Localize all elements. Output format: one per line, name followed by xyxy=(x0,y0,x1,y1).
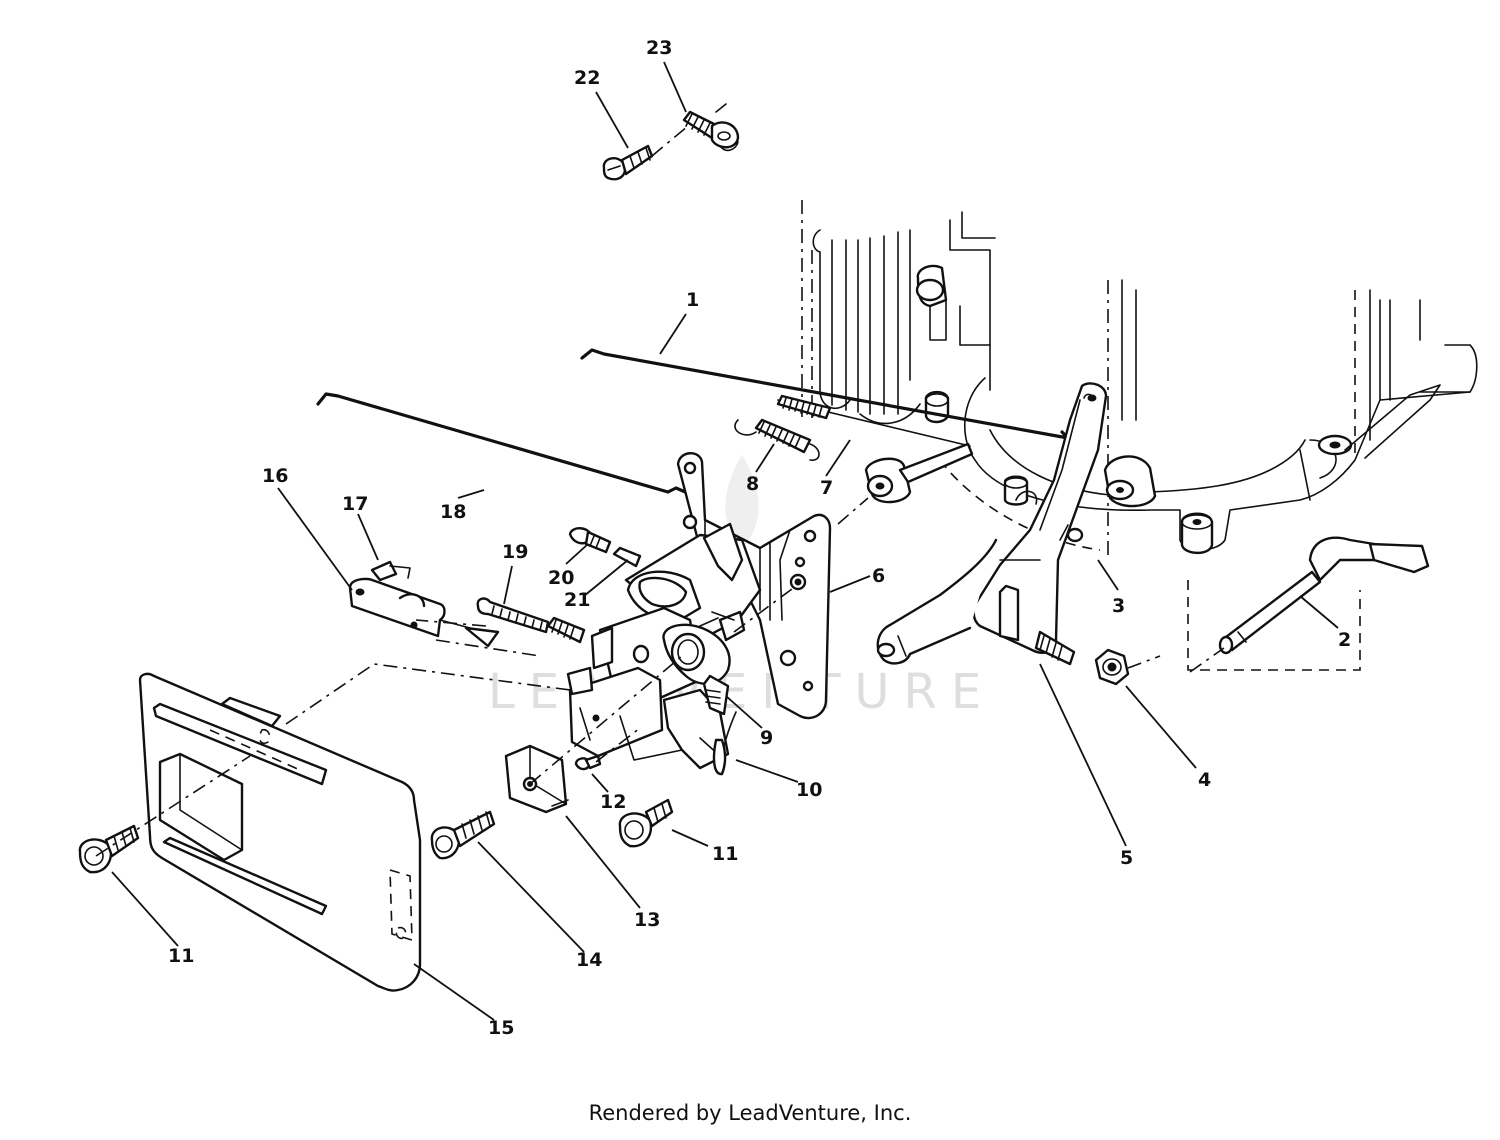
part-11-bolt-right xyxy=(618,798,674,848)
callout-19: 19 xyxy=(502,541,528,563)
callout-23: 23 xyxy=(646,37,672,59)
callout-12: 12 xyxy=(600,791,626,813)
part-18-choke-rod xyxy=(316,392,692,496)
part-15-cover-panel xyxy=(138,672,422,992)
callout-18: 18 xyxy=(440,501,466,523)
part-19-screw xyxy=(476,597,550,634)
part-16-clip xyxy=(348,560,500,648)
callout-8: 8 xyxy=(746,473,759,495)
callout-17: 17 xyxy=(342,493,368,515)
callout-3: 3 xyxy=(1112,595,1125,617)
footer-credit: Rendered by LeadVenture, Inc. xyxy=(588,1101,912,1125)
control-housing xyxy=(566,522,762,776)
part-22-screw xyxy=(602,144,654,181)
callout-22: 22 xyxy=(574,67,600,89)
callout-16: 16 xyxy=(262,465,288,487)
part-2-lever-arm xyxy=(1218,536,1430,655)
callout-20: 20 xyxy=(548,567,574,589)
callout-7: 7 xyxy=(820,477,833,499)
callout-5: 5 xyxy=(1120,847,1133,869)
part-8-spring xyxy=(734,418,820,461)
part-12-screw xyxy=(574,754,602,771)
leader-lines xyxy=(111,61,1339,1021)
callout-21: 21 xyxy=(564,589,590,611)
part-5-control-lever xyxy=(876,382,1108,666)
engine-block xyxy=(801,200,1478,671)
part-7-spring xyxy=(776,394,971,447)
callout-14: 14 xyxy=(576,949,602,971)
part-1-governor-rod xyxy=(580,348,1070,440)
spacer-bushing xyxy=(864,442,974,504)
part-21-spring xyxy=(546,616,586,644)
assembly-lines xyxy=(95,125,1225,857)
callouts: 1 2 3 4 5 6 7 8 9 10 11 11 12 13 14 15 1… xyxy=(168,37,1351,1039)
callout-6: 6 xyxy=(872,565,885,587)
callout-4: 4 xyxy=(1198,769,1211,791)
callout-11-left: 11 xyxy=(168,945,194,967)
part-23-cable-clamp xyxy=(682,103,740,152)
callout-11-right: 11 xyxy=(712,843,738,865)
callout-1: 1 xyxy=(686,289,699,311)
part-14-bolt xyxy=(430,810,496,860)
callout-10: 10 xyxy=(796,779,822,801)
part-20-screw xyxy=(568,527,642,568)
callout-15: 15 xyxy=(488,1017,514,1039)
callout-9: 9 xyxy=(760,727,773,749)
watermark-text: LEADVENTURE xyxy=(488,664,995,720)
part-11-bolt-left xyxy=(78,824,140,874)
callout-13: 13 xyxy=(634,909,660,931)
part-4-nut xyxy=(1094,648,1130,686)
callout-2: 2 xyxy=(1338,629,1351,651)
